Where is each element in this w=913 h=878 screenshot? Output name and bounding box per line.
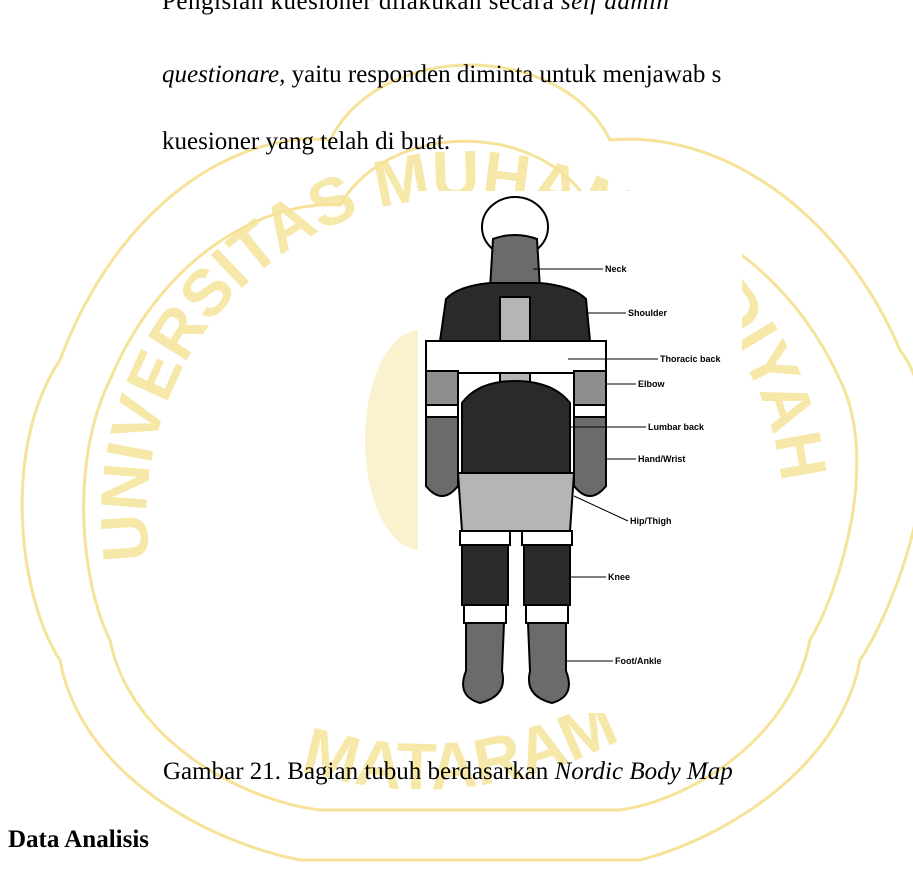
figure-caption-italic: Nordic Body Map — [555, 758, 733, 785]
label-shoulder: Shoulder — [628, 308, 667, 318]
label-elbow: Elbow — [638, 379, 665, 389]
figure-caption-text: Gambar 21. Bagian tubuh berdasarkan — [163, 758, 555, 785]
figure-caption: Gambar 21. Bagian tubuh berdasarkan Nord… — [163, 758, 733, 786]
paragraph-line-1-italic: self admin — [561, 0, 669, 15]
paragraph-line-1-text: Pengisian kuesioner dilakukan secara — [162, 0, 554, 15]
paragraph-line-3: kuesioner yang telah di buat. — [162, 128, 913, 156]
body-map-illustration: Neck Shoulder Thoracic back Elbow Lumbar… — [418, 191, 742, 713]
label-thoracic-back: Thoracic back — [660, 354, 722, 364]
paragraph-line-2-italic: questionare, — [162, 61, 285, 88]
paragraph-line-3-text: kuesioner yang telah di buat. — [162, 128, 450, 155]
section-heading: Data Analisis — [8, 826, 149, 854]
label-hip-thigh: Hip/Thigh — [630, 516, 672, 526]
label-lumbar-back: Lumbar back — [648, 422, 705, 432]
body-map-figure: Neck Shoulder Thoracic back Elbow Lumbar… — [418, 191, 742, 713]
label-hand-wrist: Hand/Wrist — [638, 454, 685, 464]
paragraph-line-1: Pengisian kuesioner dilakukan secara sel… — [162, 0, 913, 16]
label-knee: Knee — [608, 572, 630, 582]
label-foot-ankle: Foot/Ankle — [615, 656, 662, 666]
paragraph-line-2: questionare, yaitu responden diminta unt… — [162, 61, 913, 89]
paragraph-line-2-text: yaitu responden diminta untuk menjawab s — [285, 61, 721, 88]
label-neck: Neck — [605, 264, 628, 274]
